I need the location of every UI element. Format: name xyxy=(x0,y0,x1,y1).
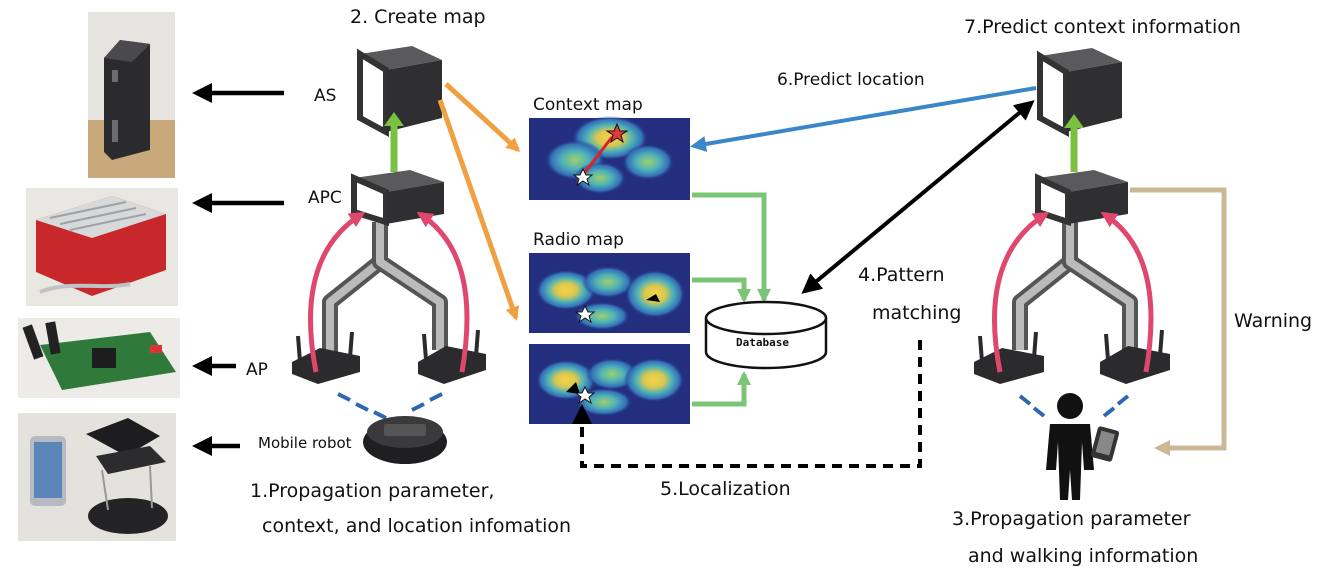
orange-arrow-context xyxy=(444,82,521,153)
ap-router-right-2 xyxy=(1100,329,1170,384)
context-map-image xyxy=(529,116,690,200)
localization-dashed-arrow xyxy=(572,340,922,468)
step3-label-line1: 3.Propagation parameter xyxy=(952,508,1191,530)
signal-waves-right xyxy=(1018,394,1130,418)
orange-arrow-radio xyxy=(437,99,519,321)
database-icon xyxy=(704,300,828,370)
as-server-icon xyxy=(357,46,442,138)
pink-arrow-right-2 xyxy=(1100,211,1154,373)
database-label: Database xyxy=(736,336,789,349)
right-apc-icon xyxy=(1035,170,1128,227)
left-cables xyxy=(322,222,448,352)
apc-photo xyxy=(26,188,178,306)
radio-map-image-2 xyxy=(529,344,690,424)
ap-board-photo xyxy=(18,318,180,398)
predict-location-arrow xyxy=(690,86,1037,152)
green-arrow-radio-db xyxy=(692,277,751,303)
step1-label-line2: context, and location infomation xyxy=(262,515,572,537)
robot-photo xyxy=(18,413,176,541)
radio-map-label: Radio map xyxy=(533,230,624,250)
pink-arrow-left-1 xyxy=(308,211,366,373)
right-cables xyxy=(1012,214,1138,350)
localization-label: 5.Localization xyxy=(660,478,791,500)
predict-server-icon xyxy=(1037,48,1122,138)
predict-context-label: 7.Predict context information xyxy=(964,16,1241,38)
person-icon xyxy=(1046,393,1120,500)
context-map-label: Context map xyxy=(533,95,643,115)
radio-map-image-1 xyxy=(529,253,690,333)
predict-location-label: 6.Predict location xyxy=(777,70,925,90)
as-label: AS xyxy=(314,86,337,106)
green-arrow-context-db xyxy=(692,192,771,303)
green-arrow-radio2-db xyxy=(692,371,751,407)
ap-router-left-1 xyxy=(292,331,360,384)
apc-label: APC xyxy=(308,188,342,208)
step1-label-line1: 1.Propagation parameter, xyxy=(250,480,495,502)
ap-router-left-2 xyxy=(418,329,486,384)
warning-label: Warning xyxy=(1234,310,1313,332)
ap-label: AP xyxy=(246,360,268,380)
ap-router-right-1 xyxy=(974,331,1044,384)
create-map-label: 2. Create map xyxy=(350,6,486,28)
pink-arrow-left-2 xyxy=(416,211,470,373)
pattern-matching-label-line1: 4.Pattern xyxy=(858,264,945,286)
mobile-robot-label: Mobile robot xyxy=(258,434,352,452)
pattern-matching-double-arrow xyxy=(801,100,1035,294)
step3-label-line2: and walking information xyxy=(968,545,1199,567)
signal-waves-left xyxy=(337,392,443,420)
warning-arrow xyxy=(1130,187,1227,456)
server-photo xyxy=(88,12,175,178)
apc-icon xyxy=(351,170,444,227)
pink-arrow-right-1 xyxy=(992,211,1050,373)
mobile-robot-icon xyxy=(363,416,447,464)
pattern-matching-label-line2: matching xyxy=(872,302,962,324)
